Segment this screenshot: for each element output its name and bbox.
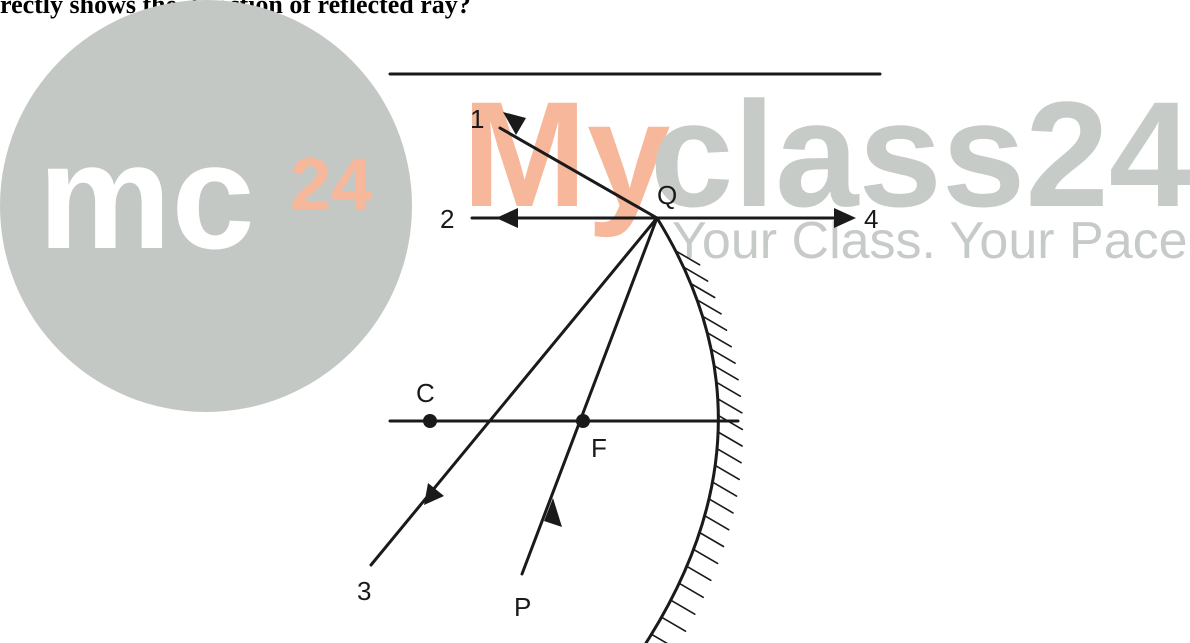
- watermark-tagline: Your Class. Your Pace.: [672, 212, 1190, 270]
- mirror-hatch-mark: [706, 331, 733, 348]
- ray-4-arrowhead: [834, 208, 856, 228]
- label-ray-4: 4: [864, 204, 878, 234]
- label-point-q: Q: [657, 180, 677, 210]
- label-ray-1: 1: [470, 104, 484, 134]
- mirror-hatch-mark: [710, 348, 736, 365]
- watermark-logo-text: mc: [38, 112, 255, 280]
- watermark: mc 24 My class24 Your Class. Your Pace.: [0, 0, 1190, 412]
- labels: 1 2 4 3 Q C F P: [357, 104, 878, 622]
- mirror-hatching: [650, 250, 744, 643]
- mirror-hatch-mark: [692, 548, 719, 565]
- mirror-hatch-mark: [669, 599, 696, 616]
- mirror-hatch-mark: [717, 414, 744, 431]
- label-point-f: F: [591, 433, 607, 463]
- watermark-brand-rest: class24: [650, 70, 1190, 238]
- mirror-hatch-mark: [674, 250, 701, 266]
- mirror-hatch-mark: [716, 447, 742, 464]
- arrowheads: [424, 112, 856, 527]
- ray-1-arrowhead: [503, 112, 526, 135]
- ray-2-arrowhead: [496, 208, 518, 228]
- mirror-hatch-mark: [708, 498, 734, 514]
- mirror-hatch-mark: [713, 364, 739, 381]
- mirror-hatch-mark: [689, 282, 716, 299]
- watermark-brand-my: My: [462, 70, 670, 238]
- watermark-logo-superscript: 24: [290, 143, 372, 226]
- mirror-hatch-mark: [696, 298, 722, 315]
- ray-3-arrowhead: [424, 483, 444, 505]
- ray-p-arrowhead: [544, 498, 562, 527]
- label-ray-2: 2: [440, 204, 454, 234]
- label-point-p: P: [514, 592, 531, 622]
- watermark-circle: [0, 0, 412, 412]
- ray-3: [369, 216, 659, 567]
- mirror-hatch-mark: [698, 531, 725, 548]
- mirror-hatch-mark: [711, 481, 738, 497]
- point-f: [576, 414, 590, 428]
- mirror-hatch-mark: [715, 381, 742, 398]
- diagram: [369, 72, 882, 643]
- mirror-hatch-mark: [650, 633, 669, 643]
- mirror-hatch-mark: [678, 582, 705, 599]
- ray-1: [498, 126, 659, 220]
- point-c: [423, 414, 437, 428]
- label-point-c: C: [416, 378, 435, 408]
- ray-p: [520, 216, 659, 576]
- mirror-hatch-mark: [660, 616, 687, 633]
- mirror-hatch-mark: [703, 514, 730, 531]
- mirror-hatch-mark: [716, 397, 743, 414]
- mirror-hatch-mark: [717, 431, 743, 447]
- mirror-hatch-mark: [701, 315, 728, 332]
- label-ray-3: 3: [357, 576, 371, 606]
- mirror-hatch-mark: [714, 464, 741, 481]
- mirror-hatch-mark: [685, 565, 712, 582]
- mirror-hatch-mark: [682, 266, 709, 282]
